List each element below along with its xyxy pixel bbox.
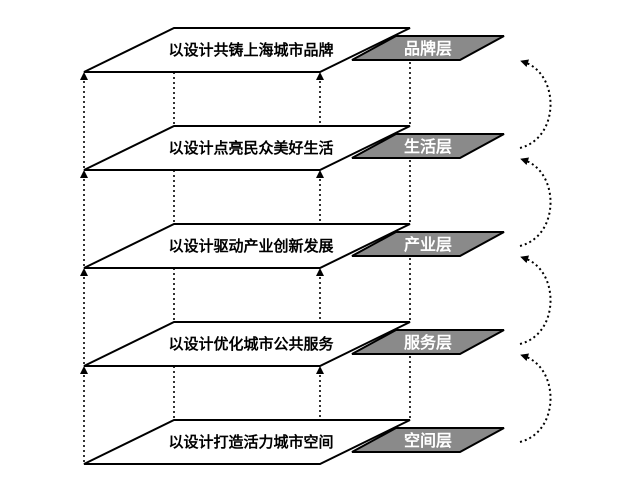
layer-tag-label: 品牌层	[404, 39, 452, 58]
layer-tag-label: 空间层	[404, 431, 452, 450]
layer-statement: 以设计驱动产业创新发展	[168, 237, 333, 255]
layer-transition-arrow	[519, 59, 552, 149]
layer-transition-arrow	[519, 255, 552, 345]
transition-arrows	[519, 59, 552, 443]
layer-tag-label: 产业层	[404, 235, 452, 254]
layer-plane	[83, 223, 411, 269]
layer-tag-label: 生活层	[404, 137, 452, 156]
layer-plane	[83, 27, 411, 73]
layer-tag	[351, 427, 505, 453]
layer-statement: 以设计点亮民众美好生活	[168, 139, 333, 157]
layer-row: 以设计点亮民众美好生活 生活层	[83, 125, 505, 171]
layer-tag	[351, 231, 505, 257]
layer-statement: 以设计打造活力城市空间	[168, 433, 333, 451]
layer-statement: 以设计共铸上海城市品牌	[168, 41, 333, 59]
layer-transition-arrow	[519, 353, 552, 443]
layer-transition-arrow	[519, 157, 552, 247]
layer-row: 以设计优化城市公共服务 服务层	[83, 321, 505, 367]
layer-plane	[83, 419, 411, 465]
layer-row: 以设计驱动产业创新发展 产业层	[83, 223, 505, 269]
layer-row: 以设计共铸上海城市品牌 品牌层	[83, 27, 505, 73]
layer-plane	[83, 321, 411, 367]
layer-statement: 以设计优化城市公共服务	[168, 335, 334, 353]
layer-tag	[351, 133, 505, 159]
layer-row: 以设计打造活力城市空间 空间层	[83, 419, 505, 465]
layer-tag	[351, 329, 505, 355]
layer-tag-label: 服务层	[404, 333, 452, 352]
layer-plane	[83, 125, 411, 171]
layer-tag	[351, 35, 505, 61]
